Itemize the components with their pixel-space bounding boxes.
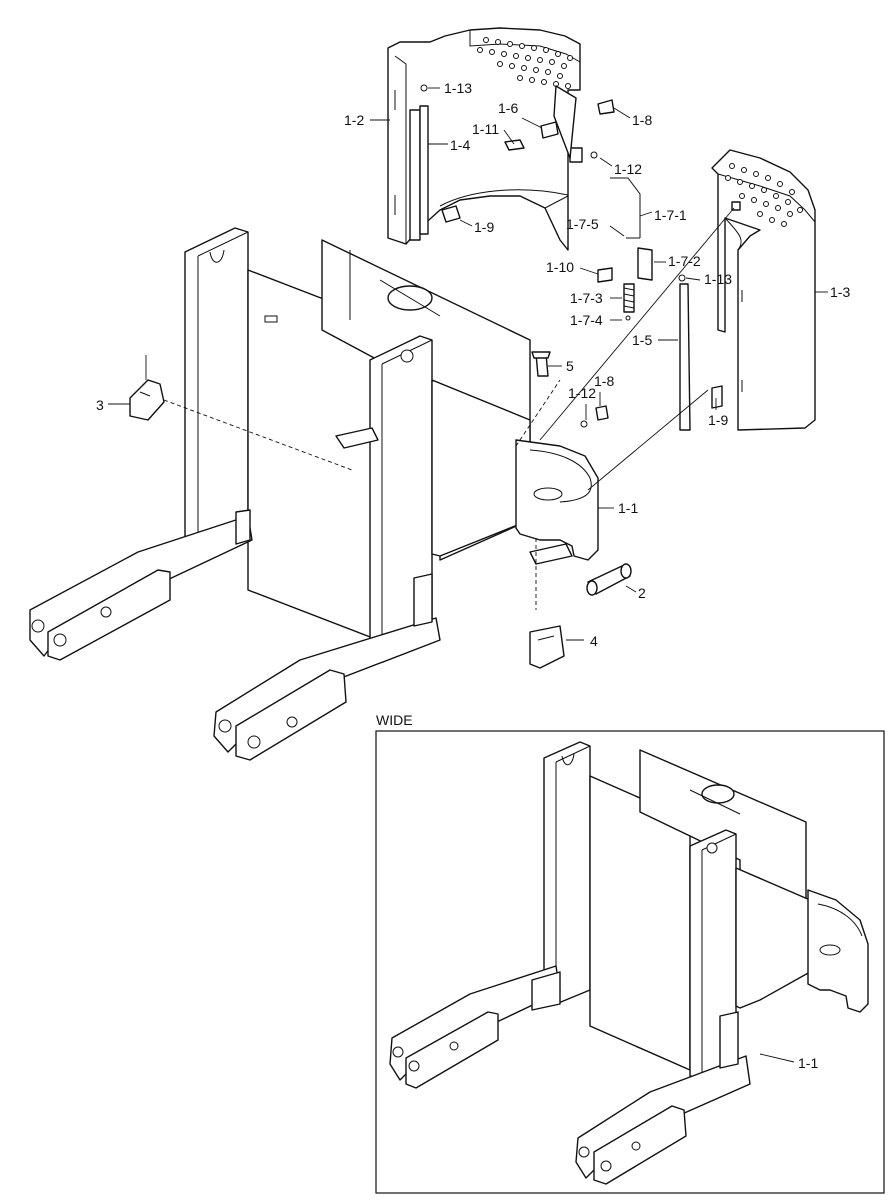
roller-2 bbox=[586, 563, 632, 596]
callout-1-7-3: 1-7-3 bbox=[570, 290, 603, 306]
callout-leaders bbox=[108, 87, 828, 641]
inset-frame bbox=[375, 730, 885, 1194]
callout-labels: 1-13 1-2 1-6 1-8 1-11 1-4 1-12 1-9 1-7-5… bbox=[96, 80, 850, 1071]
wide-variant-inset: WIDE bbox=[375, 712, 885, 1194]
inset-title: WIDE bbox=[376, 712, 413, 728]
callout-1-7-5: 1-7-5 bbox=[566, 216, 599, 232]
callout-1-5: 1-5 bbox=[632, 332, 652, 348]
cover-1-3 bbox=[711, 149, 816, 431]
pad-3 bbox=[129, 379, 165, 421]
callout-1-11: 1-11 bbox=[472, 121, 499, 137]
callout-1-13-upper: 1-13 bbox=[444, 80, 472, 96]
callout-1-2: 1-2 bbox=[344, 112, 364, 128]
callout-1-1-main: 1-1 bbox=[618, 500, 638, 516]
callout-1-10: 1-10 bbox=[546, 259, 574, 275]
callout-1-4: 1-4 bbox=[450, 137, 470, 153]
cover-1-2-perforations bbox=[477, 37, 573, 89]
assembly-guide-lines bbox=[145, 207, 735, 610]
callout-1-6: 1-6 bbox=[498, 100, 518, 116]
pad-4 bbox=[529, 625, 565, 669]
callout-1-7-2: 1-7-2 bbox=[668, 253, 701, 269]
callout-5: 5 bbox=[566, 358, 574, 374]
callout-1-9-upper: 1-9 bbox=[474, 219, 494, 235]
callout-1-1-wide: 1-1 bbox=[798, 1055, 818, 1071]
callout-1-9-lower: 1-9 bbox=[708, 412, 728, 428]
cover-1-2 bbox=[387, 27, 581, 251]
callout-1-7-1: 1-7-1 bbox=[654, 207, 687, 223]
cover-1-3-perforations bbox=[725, 163, 803, 227]
callout-1-7-4: 1-7-4 bbox=[570, 312, 603, 328]
callout-1-13-right: 1-13 bbox=[704, 271, 732, 287]
callout-1-8-upper: 1-8 bbox=[632, 112, 652, 128]
callout-1-3: 1-3 bbox=[830, 284, 850, 300]
hardware-upper bbox=[420, 84, 741, 431]
callout-3: 3 bbox=[96, 397, 104, 413]
callout-1-12-lower: 1-12 bbox=[568, 385, 596, 401]
callout-4: 4 bbox=[590, 633, 598, 649]
callout-2: 2 bbox=[638, 585, 646, 601]
callout-1-12-upper: 1-12 bbox=[614, 161, 642, 177]
main-frame bbox=[29, 227, 599, 761]
callout-1-8-lower: 1-8 bbox=[594, 373, 614, 389]
